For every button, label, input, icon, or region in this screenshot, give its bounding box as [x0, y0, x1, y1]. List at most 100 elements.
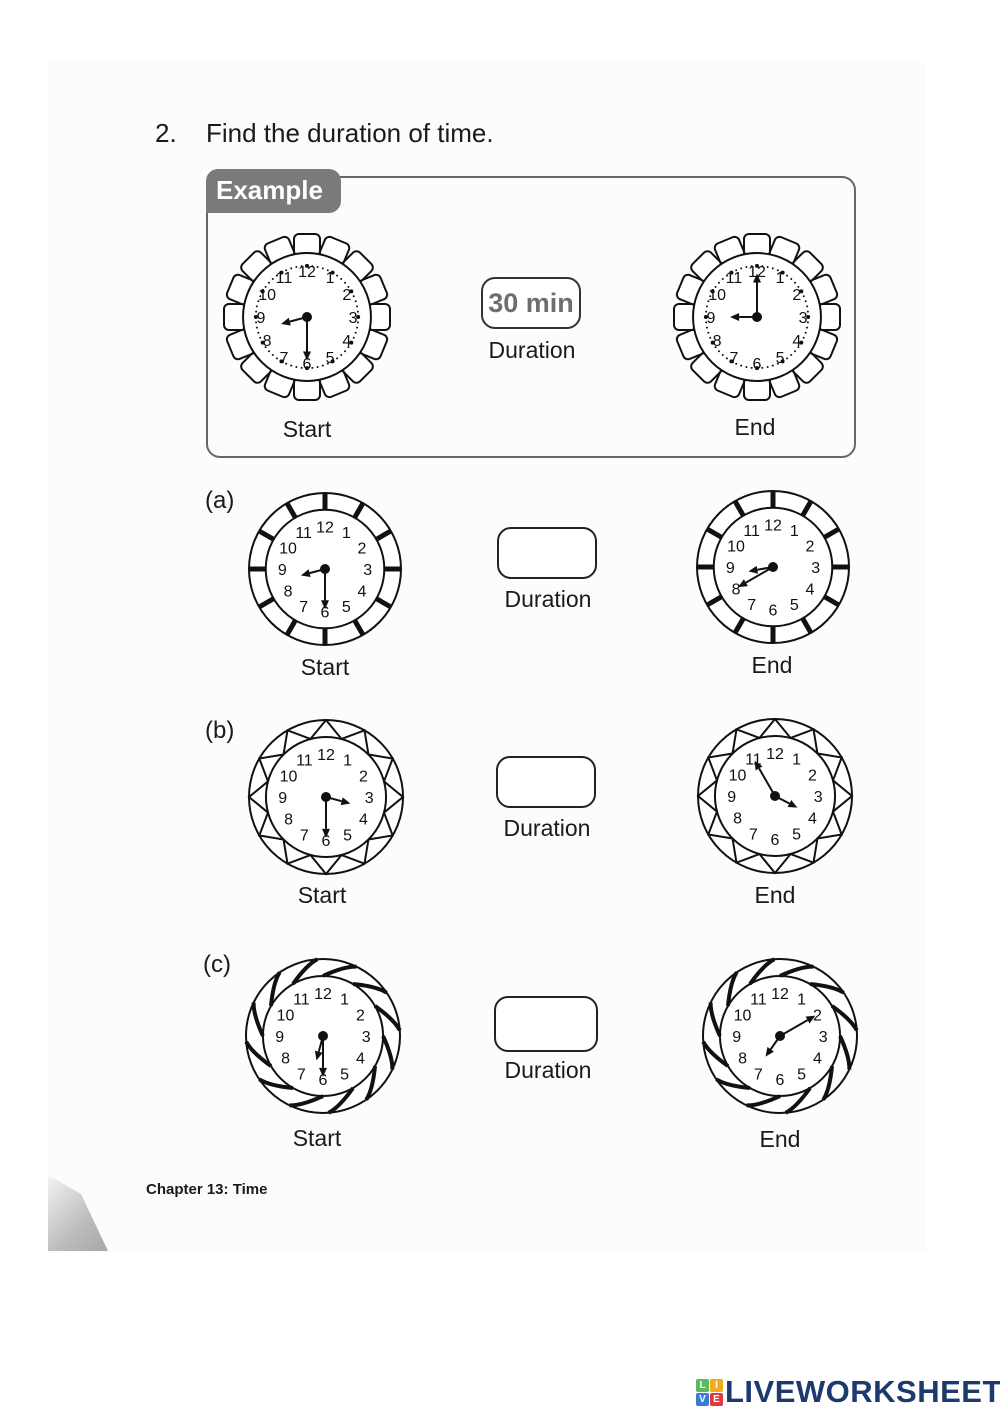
example-tab: Example	[206, 169, 341, 213]
svg-text:2: 2	[808, 767, 817, 784]
svg-text:5: 5	[343, 827, 352, 844]
svg-text:9: 9	[706, 310, 715, 327]
svg-text:9: 9	[732, 1029, 741, 1046]
part-c-label: (c)	[203, 951, 231, 978]
svg-text:6: 6	[753, 356, 762, 373]
svg-text:11: 11	[726, 270, 743, 287]
svg-text:6: 6	[769, 603, 778, 620]
svg-text:3: 3	[363, 562, 372, 579]
svg-text:7: 7	[749, 826, 758, 843]
part-a-end-label: End	[751, 652, 793, 678]
svg-text:10: 10	[729, 767, 747, 784]
svg-text:10: 10	[277, 1007, 295, 1024]
svg-text:2: 2	[356, 1007, 365, 1024]
logo-tile: I	[710, 1378, 723, 1392]
svg-text:3: 3	[819, 1029, 828, 1046]
example-end-label: End	[734, 414, 776, 440]
svg-text:9: 9	[256, 310, 265, 327]
part-b-label: (b)	[205, 717, 235, 744]
svg-text:7: 7	[297, 1066, 306, 1083]
part-c-duration-input[interactable]	[494, 996, 598, 1052]
svg-text:5: 5	[342, 599, 351, 616]
svg-text:2: 2	[806, 539, 815, 556]
chapter-footer: Chapter 13: Time	[146, 1181, 268, 1198]
svg-text:5: 5	[326, 350, 335, 367]
svg-text:5: 5	[776, 350, 785, 367]
svg-text:1: 1	[797, 992, 806, 1009]
example-start-label: Start	[282, 416, 332, 442]
svg-text:10: 10	[279, 541, 297, 558]
svg-text:4: 4	[813, 1051, 822, 1068]
svg-text:12: 12	[771, 986, 789, 1003]
part-a-start-label: Start	[300, 654, 350, 680]
question-instruction: Find the duration of time.	[206, 118, 494, 148]
svg-text:12: 12	[317, 747, 335, 764]
svg-text:12: 12	[748, 264, 766, 281]
svg-text:12: 12	[314, 986, 332, 1003]
svg-text:9: 9	[278, 562, 287, 579]
svg-text:8: 8	[281, 1051, 290, 1068]
svg-text:7: 7	[747, 597, 756, 614]
svg-text:9: 9	[275, 1029, 284, 1046]
svg-text:5: 5	[797, 1066, 806, 1083]
svg-text:3: 3	[811, 560, 820, 577]
svg-text:10: 10	[280, 768, 298, 785]
svg-text:10: 10	[258, 287, 276, 304]
part-b-duration-input[interactable]	[496, 756, 596, 808]
svg-text:8: 8	[738, 1051, 747, 1068]
svg-text:10: 10	[734, 1007, 752, 1024]
logo-text: LIVEWORKSHEETS	[725, 1374, 1000, 1409]
svg-text:11: 11	[743, 523, 760, 540]
svg-text:6: 6	[322, 833, 331, 850]
svg-text:12: 12	[316, 519, 334, 536]
svg-text:4: 4	[356, 1051, 365, 1068]
svg-text:4: 4	[358, 583, 367, 600]
svg-text:1: 1	[326, 270, 335, 287]
svg-text:4: 4	[806, 581, 815, 598]
logo-tile: E	[710, 1392, 723, 1406]
part-a-duration-label: Duration	[504, 586, 592, 612]
svg-text:4: 4	[792, 333, 801, 350]
svg-text:12: 12	[298, 264, 316, 281]
logo-tile: L	[696, 1378, 709, 1392]
svg-text:11: 11	[295, 525, 312, 542]
svg-text:8: 8	[713, 333, 722, 350]
svg-text:10: 10	[727, 539, 745, 556]
svg-text:11: 11	[293, 992, 310, 1009]
svg-text:3: 3	[365, 790, 374, 807]
svg-text:7: 7	[280, 350, 289, 367]
svg-text:8: 8	[263, 333, 272, 350]
logo-tiles-icon: L I V E	[696, 1378, 723, 1406]
svg-text:2: 2	[792, 287, 801, 304]
part-b-end-label: End	[754, 882, 796, 908]
example-panel	[206, 176, 856, 458]
svg-text:2: 2	[813, 1007, 822, 1024]
svg-text:3: 3	[799, 310, 808, 327]
part-c-end-label: End	[759, 1126, 801, 1152]
svg-text:12: 12	[766, 746, 784, 763]
svg-text:3: 3	[362, 1029, 371, 1046]
svg-text:4: 4	[808, 811, 817, 828]
svg-text:6: 6	[776, 1072, 785, 1089]
svg-text:1: 1	[340, 992, 349, 1009]
part-c-start-label: Start	[292, 1125, 342, 1151]
svg-text:1: 1	[792, 752, 801, 769]
part-b-start-label: Start	[297, 882, 347, 908]
svg-text:6: 6	[321, 605, 330, 622]
liveworksheets-logo[interactable]: L I V E LIVEWORKSHEETS	[696, 1374, 1000, 1409]
svg-text:1: 1	[776, 270, 785, 287]
svg-text:2: 2	[358, 541, 367, 558]
svg-text:6: 6	[771, 832, 780, 849]
svg-text:8: 8	[284, 812, 293, 829]
part-a-duration-input[interactable]	[497, 527, 597, 579]
svg-text:9: 9	[726, 560, 735, 577]
svg-text:1: 1	[790, 523, 799, 540]
svg-text:2: 2	[359, 768, 368, 785]
svg-text:4: 4	[359, 812, 368, 829]
